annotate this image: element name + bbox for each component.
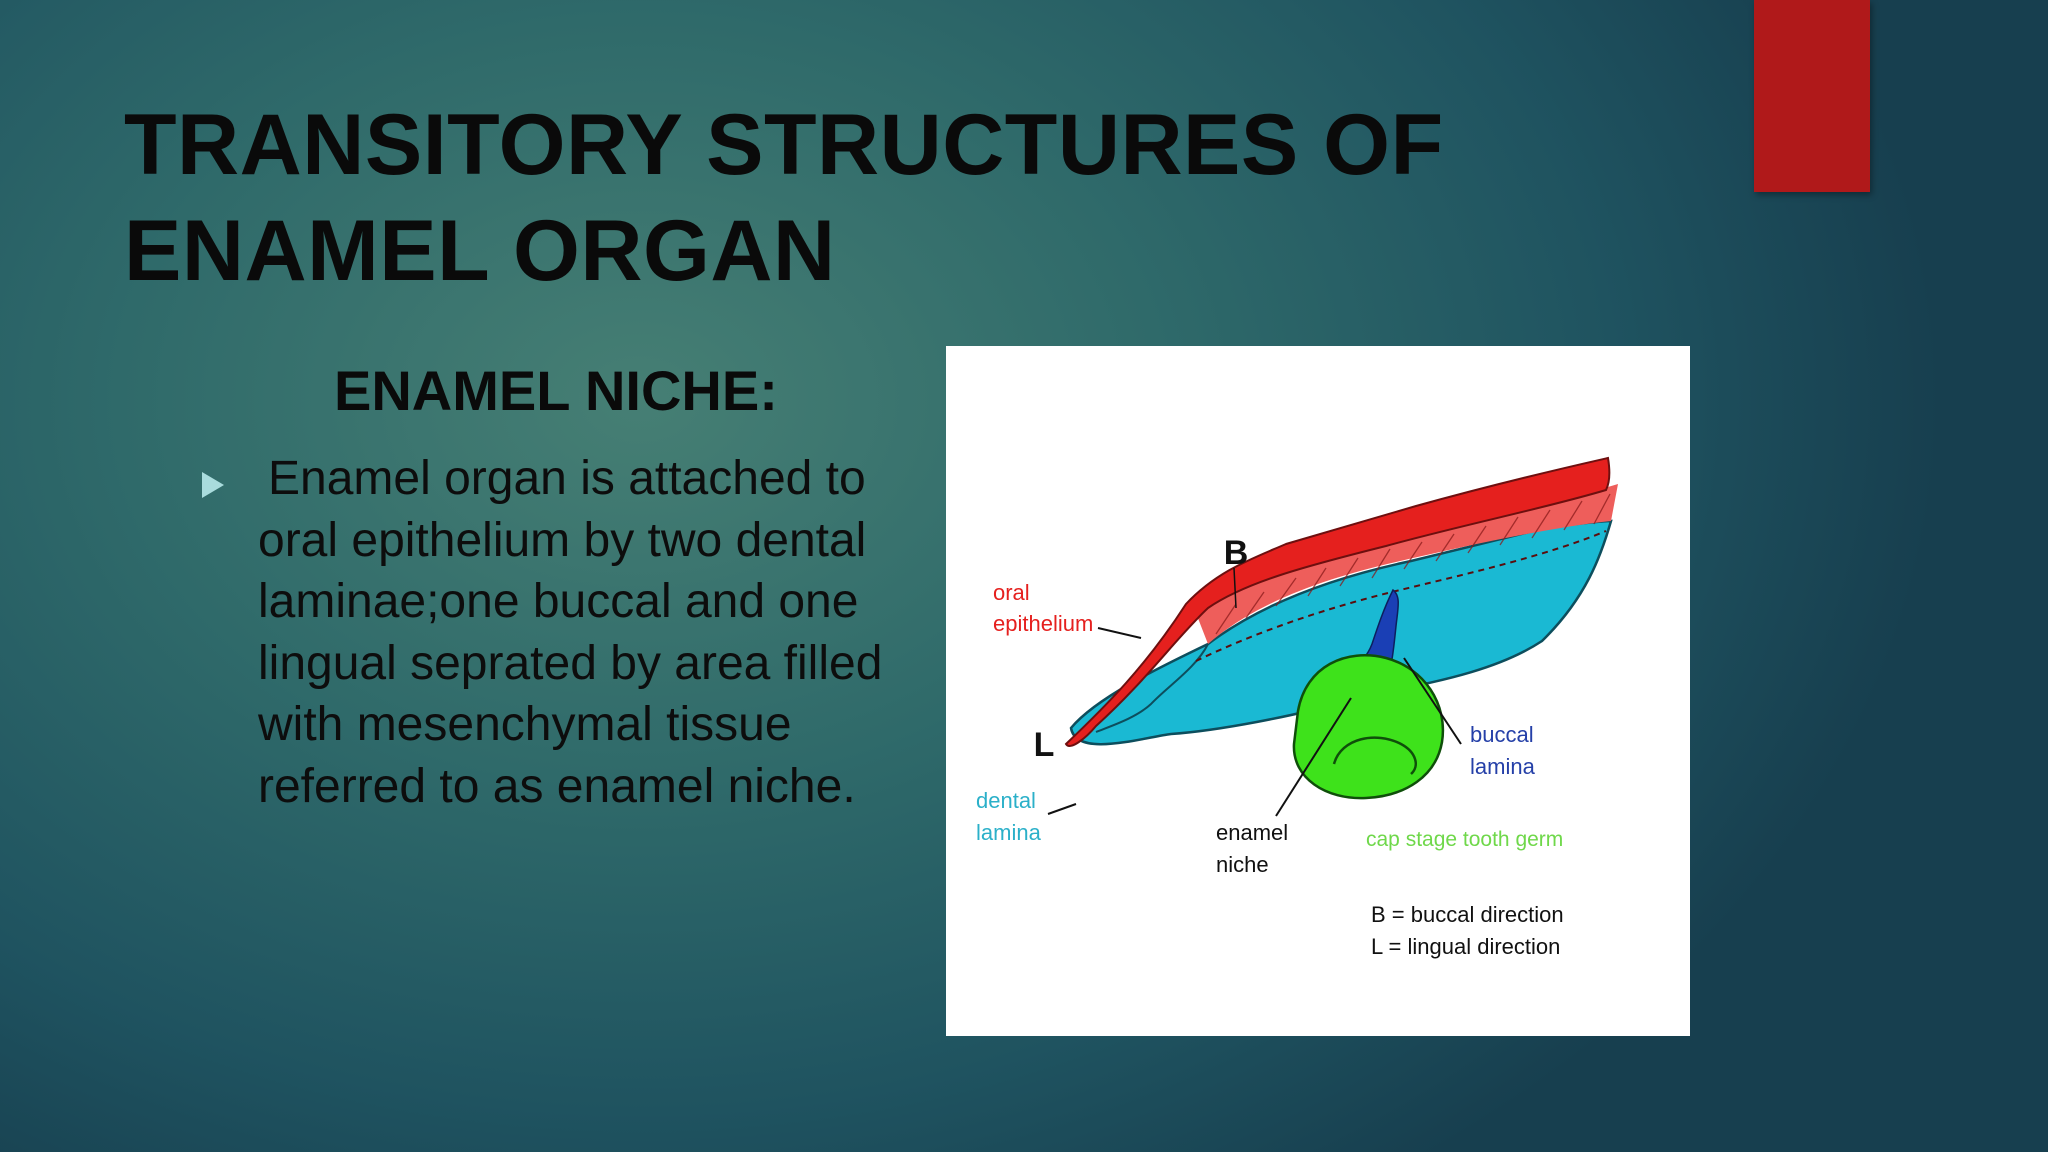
dental-lamina-fold — [1095, 643, 1209, 733]
leader-dental-lamina — [1047, 803, 1077, 815]
triangle-right-icon — [202, 472, 224, 498]
tooth-germ-shape — [1292, 654, 1445, 800]
label-buccal-lamina-1: buccal — [1470, 722, 1534, 747]
slide-title-line-1: TRANSITORY STRUCTURES OF — [124, 97, 1444, 193]
label-dental-lamina-2: lamina — [976, 820, 1042, 845]
section-heading: ENAMEL NICHE: — [334, 359, 778, 422]
slide-title-line-2: ENAMEL ORGAN — [124, 203, 836, 299]
label-buccal-lamina-2: lamina — [1470, 754, 1536, 779]
legend-l: L = lingual direction — [1371, 934, 1560, 959]
basement-membrane-line — [1195, 530, 1607, 662]
label-cap-stage: cap stage tooth germ — [1366, 828, 1563, 851]
leader-enamel-niche — [1275, 697, 1352, 817]
oral-epithelium-strip — [1064, 456, 1611, 747]
tooth-germ-inner-curve — [1332, 736, 1417, 775]
b-marker-line — [1233, 567, 1237, 609]
label-b: B — [1224, 534, 1249, 572]
label-enamel-niche-2: niche — [1216, 852, 1269, 877]
label-dental-lamina-1: dental — [976, 788, 1036, 813]
accent-bar — [1754, 0, 1870, 192]
label-oral-epithelium-1: oral — [993, 580, 1030, 605]
leader-oral-epithelium — [1097, 627, 1142, 639]
slide-title: TRANSITORY STRUCTURES OF ENAMEL ORGAN — [124, 92, 1624, 304]
epithelium-hatched-band — [1194, 484, 1618, 644]
label-enamel-niche-1: enamel — [1216, 820, 1288, 845]
label-oral-epithelium-2: epithelium — [993, 611, 1093, 636]
enamel-organ-diagram: B L oral epithelium dental lamina buccal… — [946, 346, 1690, 1036]
label-l: L — [1034, 726, 1055, 764]
bullet-text: Enamel organ is attached to oral epithel… — [258, 452, 883, 813]
legend-b: B = buccal direction — [1371, 902, 1564, 927]
leader-buccal-lamina — [1403, 657, 1462, 745]
diagram-svg: B L oral epithelium dental lamina buccal… — [976, 456, 1618, 959]
epithelium-hatching — [1215, 493, 1611, 635]
